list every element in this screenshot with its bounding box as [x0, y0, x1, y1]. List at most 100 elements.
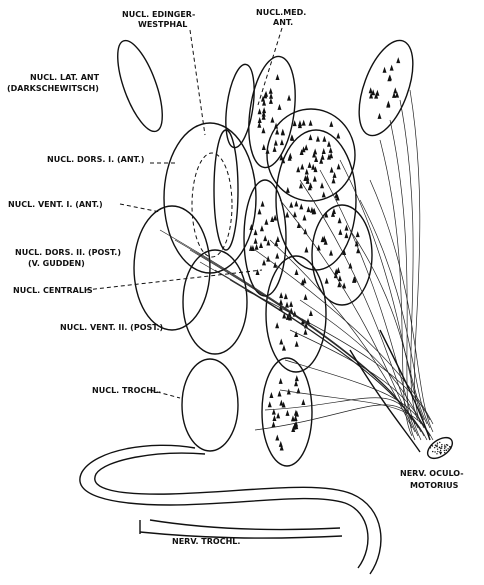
nerve-cell [338, 217, 342, 223]
nerve-cell [289, 202, 293, 208]
label-nucl-dors-1: NUCL. DORS. I. (ANT.) [47, 155, 144, 164]
trochl-nerve-cross-upper [150, 520, 340, 530]
nerve-cell [329, 147, 333, 153]
nerve-cell [261, 127, 265, 133]
nerve-cell [309, 120, 313, 126]
nerve-cell [300, 164, 304, 170]
nucl-vent-2-shape [183, 250, 247, 354]
nerve-cell [285, 410, 289, 416]
nerve-cell [284, 293, 288, 299]
nerve-dot [437, 442, 438, 443]
nucl-dors-2-shape [134, 206, 210, 330]
nerve-cell [260, 225, 264, 231]
nerve-dot [437, 444, 438, 445]
nerve-cell [299, 203, 303, 209]
nerve-cell [286, 187, 290, 193]
nerve-cell [278, 390, 282, 396]
nerve-cell [301, 399, 305, 405]
nerve-dot [444, 450, 445, 451]
trochl-nerve-upper [80, 445, 368, 568]
nerve-cell [269, 392, 273, 398]
nerve-cell [303, 228, 307, 234]
nerve-cell [282, 345, 286, 351]
nerve-cell [270, 117, 274, 123]
nerve-cell [279, 378, 283, 384]
nerve-cell [322, 148, 326, 154]
nerve-cell [396, 57, 400, 63]
trochl-nerve-cross-lower [140, 532, 342, 538]
nerve-cell [296, 166, 300, 172]
leader-vent-1 [120, 204, 160, 212]
nerve-dot [435, 444, 436, 445]
nerve-cell [308, 134, 312, 140]
nucl-top-right-shape [348, 33, 424, 142]
nerve-cell [313, 148, 317, 154]
nerve-cell [388, 74, 392, 80]
nerve-dot [437, 451, 438, 452]
nuclei-cellular [242, 33, 423, 466]
nerve-cell [329, 121, 333, 127]
nerve-dot [445, 446, 446, 447]
nerve-cell [344, 232, 348, 238]
leader-lines [86, 28, 282, 398]
leader-centralis [86, 270, 262, 290]
nerve-cell [325, 278, 329, 284]
nerve-dot [446, 444, 447, 445]
nerve-dot [444, 448, 445, 449]
label-nucl-dors-2-line1: NUCL. DORS. II. (POST.) [15, 248, 121, 257]
nerve-cell [294, 380, 298, 386]
nerve-cell [378, 113, 382, 119]
nerve-cell [311, 164, 315, 170]
nerve-cell [276, 74, 280, 80]
nucl-med-edge-shape [214, 130, 238, 250]
label-nerv-oculomotorius-line1: NERV. OCULO- [400, 469, 464, 478]
label-nucl-edinger-line2: WESTPHAL [138, 20, 187, 29]
nerve-dot [434, 447, 435, 448]
nerve-cell [276, 412, 280, 418]
nerve-dot [449, 446, 450, 447]
nerve-cell [334, 192, 338, 198]
nerve-cell [309, 310, 313, 316]
nucl-edinger-shape [221, 63, 258, 150]
nerve-cell [275, 322, 279, 328]
nerve-dot [441, 447, 442, 448]
nerve-dot [431, 445, 432, 446]
label-nerv-trochl: NERV. TROCHL. [172, 537, 240, 546]
nerve-cell [285, 211, 289, 217]
nerve-cell [295, 341, 299, 347]
nerve-cell [383, 67, 387, 73]
leader-edinger [190, 30, 205, 135]
nerve-cell [329, 250, 333, 256]
nerve-cell [273, 146, 277, 152]
nerve-cell [327, 141, 331, 147]
label-nucl-vent-1: NUCL. VENT. I. (ANT.) [8, 200, 103, 209]
nerve-dot [430, 447, 431, 448]
trochl-nerve-lower [95, 453, 381, 574]
nerve-fiber [320, 170, 421, 440]
nerve-cell [305, 169, 309, 175]
label-nucl-vent-2: NUCL. VENT. II. (POST.) [60, 323, 163, 332]
nerve-cell [279, 441, 283, 447]
nerve-dot [440, 450, 441, 451]
nerve-cell [295, 375, 299, 381]
label-nucl-med-ant-line2: ANT. [273, 18, 293, 27]
nerve-cell [275, 253, 279, 259]
nerve-cell [294, 201, 298, 207]
nerve-cell [316, 136, 320, 142]
nerve-cell [255, 244, 259, 250]
nucl-vent-1-shape [192, 153, 232, 257]
nerve-cell [294, 269, 298, 275]
nerve-cell [269, 88, 273, 94]
label-nerv-oculomotorius-line2: MOTORIUS [410, 481, 459, 490]
nerve-cell [333, 172, 337, 178]
label-nucl-lat-ant-line2: (DARKSCHEWITSCH) [7, 84, 99, 93]
nerve-cell [287, 95, 291, 101]
nerve-cell [298, 120, 302, 126]
nerve-dot [437, 449, 438, 450]
nerve-cell [303, 329, 307, 335]
nerve-cell [256, 269, 260, 275]
nerve-dot [432, 451, 433, 452]
nerve-cell [313, 176, 317, 182]
